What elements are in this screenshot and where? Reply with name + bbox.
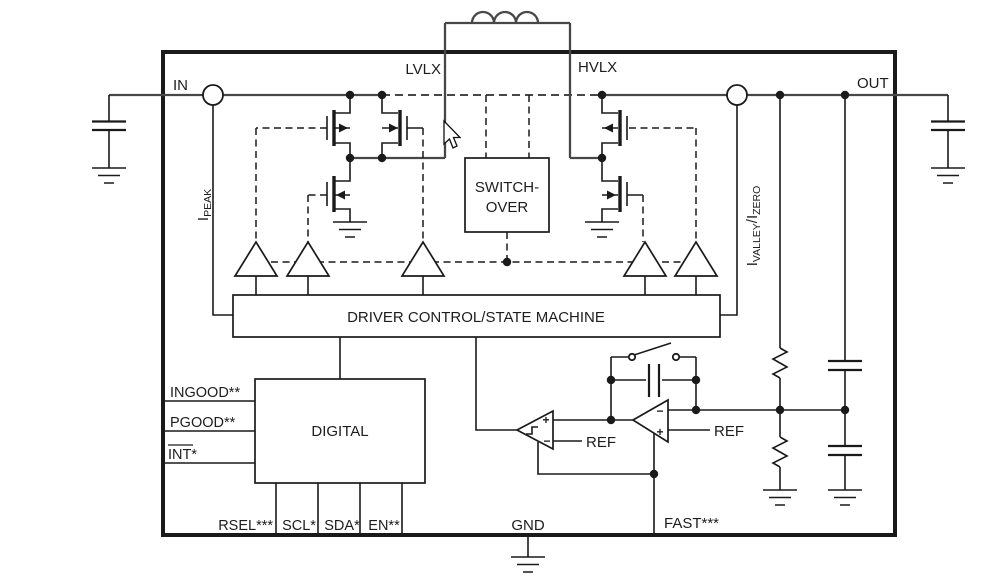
- ivalley-symbol: I: [744, 262, 761, 266]
- input-capacitor: [92, 120, 126, 132]
- ivalley-izero-label: IVALLEY/IZERO: [744, 186, 763, 267]
- output-capacitor: [931, 120, 965, 132]
- ipeak-symbol: I: [195, 217, 212, 221]
- feedback-resistor-divider: [771, 347, 789, 468]
- switchover-block: SWITCH- OVER: [464, 157, 550, 233]
- pin-label-sda: SDA*: [324, 518, 360, 534]
- izero-symbol: I: [744, 215, 761, 219]
- gate-driver-triangle: [673, 240, 719, 277]
- error-amp-plus-input: +: [656, 425, 663, 439]
- driver-control-label: DRIVER CONTROL/STATE MACHINE: [347, 309, 605, 326]
- slash: /: [744, 218, 761, 223]
- pin-label-fast: FAST***: [664, 515, 719, 532]
- error-amplifier: − +: [631, 398, 669, 444]
- pin-label-hvlx: HVLX: [578, 59, 617, 76]
- error-amp-minus-input: −: [656, 404, 663, 418]
- schmitt-comparator: + −: [515, 409, 554, 451]
- schmitt-minus-input: −: [543, 434, 550, 448]
- switchover-label-line1: SWITCH-: [475, 179, 539, 196]
- gate-control-dashed-lines: [248, 95, 702, 263]
- pin-label-pgood: PGOOD**: [170, 415, 236, 431]
- pin-label-scl: SCL*: [282, 518, 316, 534]
- parallel-lvlx-fet-arrow: [389, 123, 398, 133]
- ref-label-left: REF: [586, 434, 616, 451]
- ic-boundary: [161, 50, 897, 537]
- in-terminal-circle: [202, 84, 224, 106]
- ground-symbols: [92, 167, 965, 573]
- pin-label-int: INT*: [168, 447, 197, 463]
- pin-label-lvlx: LVLX: [405, 61, 441, 78]
- junction-dots: [345, 90, 850, 479]
- gate-driver-triangle: [622, 240, 668, 277]
- feedback-capacitor-divider: [828, 359, 862, 457]
- switchover-label-line2: OVER: [486, 199, 529, 216]
- izero-subscript: ZERO: [751, 186, 763, 215]
- ipeak-label: IPEAK: [195, 189, 214, 221]
- digital-block: DIGITAL: [254, 378, 426, 484]
- integrator-switch: [627, 342, 681, 362]
- ivalley-subscript: VALLEY: [751, 223, 763, 262]
- inductor: [470, 10, 540, 24]
- pin-label-in: IN: [173, 77, 188, 94]
- power-rails: [109, 10, 948, 160]
- pin-label-int-group: INT*: [168, 444, 197, 463]
- digital-label: DIGITAL: [311, 423, 368, 440]
- schmitt-plus-input: +: [542, 413, 549, 427]
- high-side-lvlx-fet-arrow: [339, 123, 348, 133]
- ipeak-subscript: PEAK: [202, 189, 214, 217]
- low-side-hvlx-fet-arrow: [607, 190, 616, 200]
- gate-driver-triangle: [400, 240, 446, 277]
- ref-label-right: REF: [714, 423, 744, 440]
- high-side-hvlx-fet-arrow: [604, 123, 613, 133]
- pin-label-gnd: GND: [511, 517, 545, 534]
- gate-driver-triangle: [285, 240, 331, 277]
- pin-label-out: OUT: [857, 75, 889, 92]
- cursor-icon: [443, 119, 462, 149]
- fet-arrows: [336, 123, 616, 200]
- mosfets: [326, 110, 628, 212]
- low-side-lvlx-fet-arrow: [336, 190, 345, 200]
- pin-label-en: EN**: [368, 518, 400, 534]
- pin-label-rsel: RSEL***: [218, 518, 273, 534]
- pin-label-ingood: INGOOD**: [170, 385, 240, 401]
- out-terminal-circle: [726, 84, 748, 106]
- integrator-capacitor: [647, 364, 661, 397]
- gate-driver-triangle: [233, 240, 279, 277]
- gate-driver-triangles: [233, 240, 719, 277]
- driver-control-block: DRIVER CONTROL/STATE MACHINE: [232, 294, 721, 338]
